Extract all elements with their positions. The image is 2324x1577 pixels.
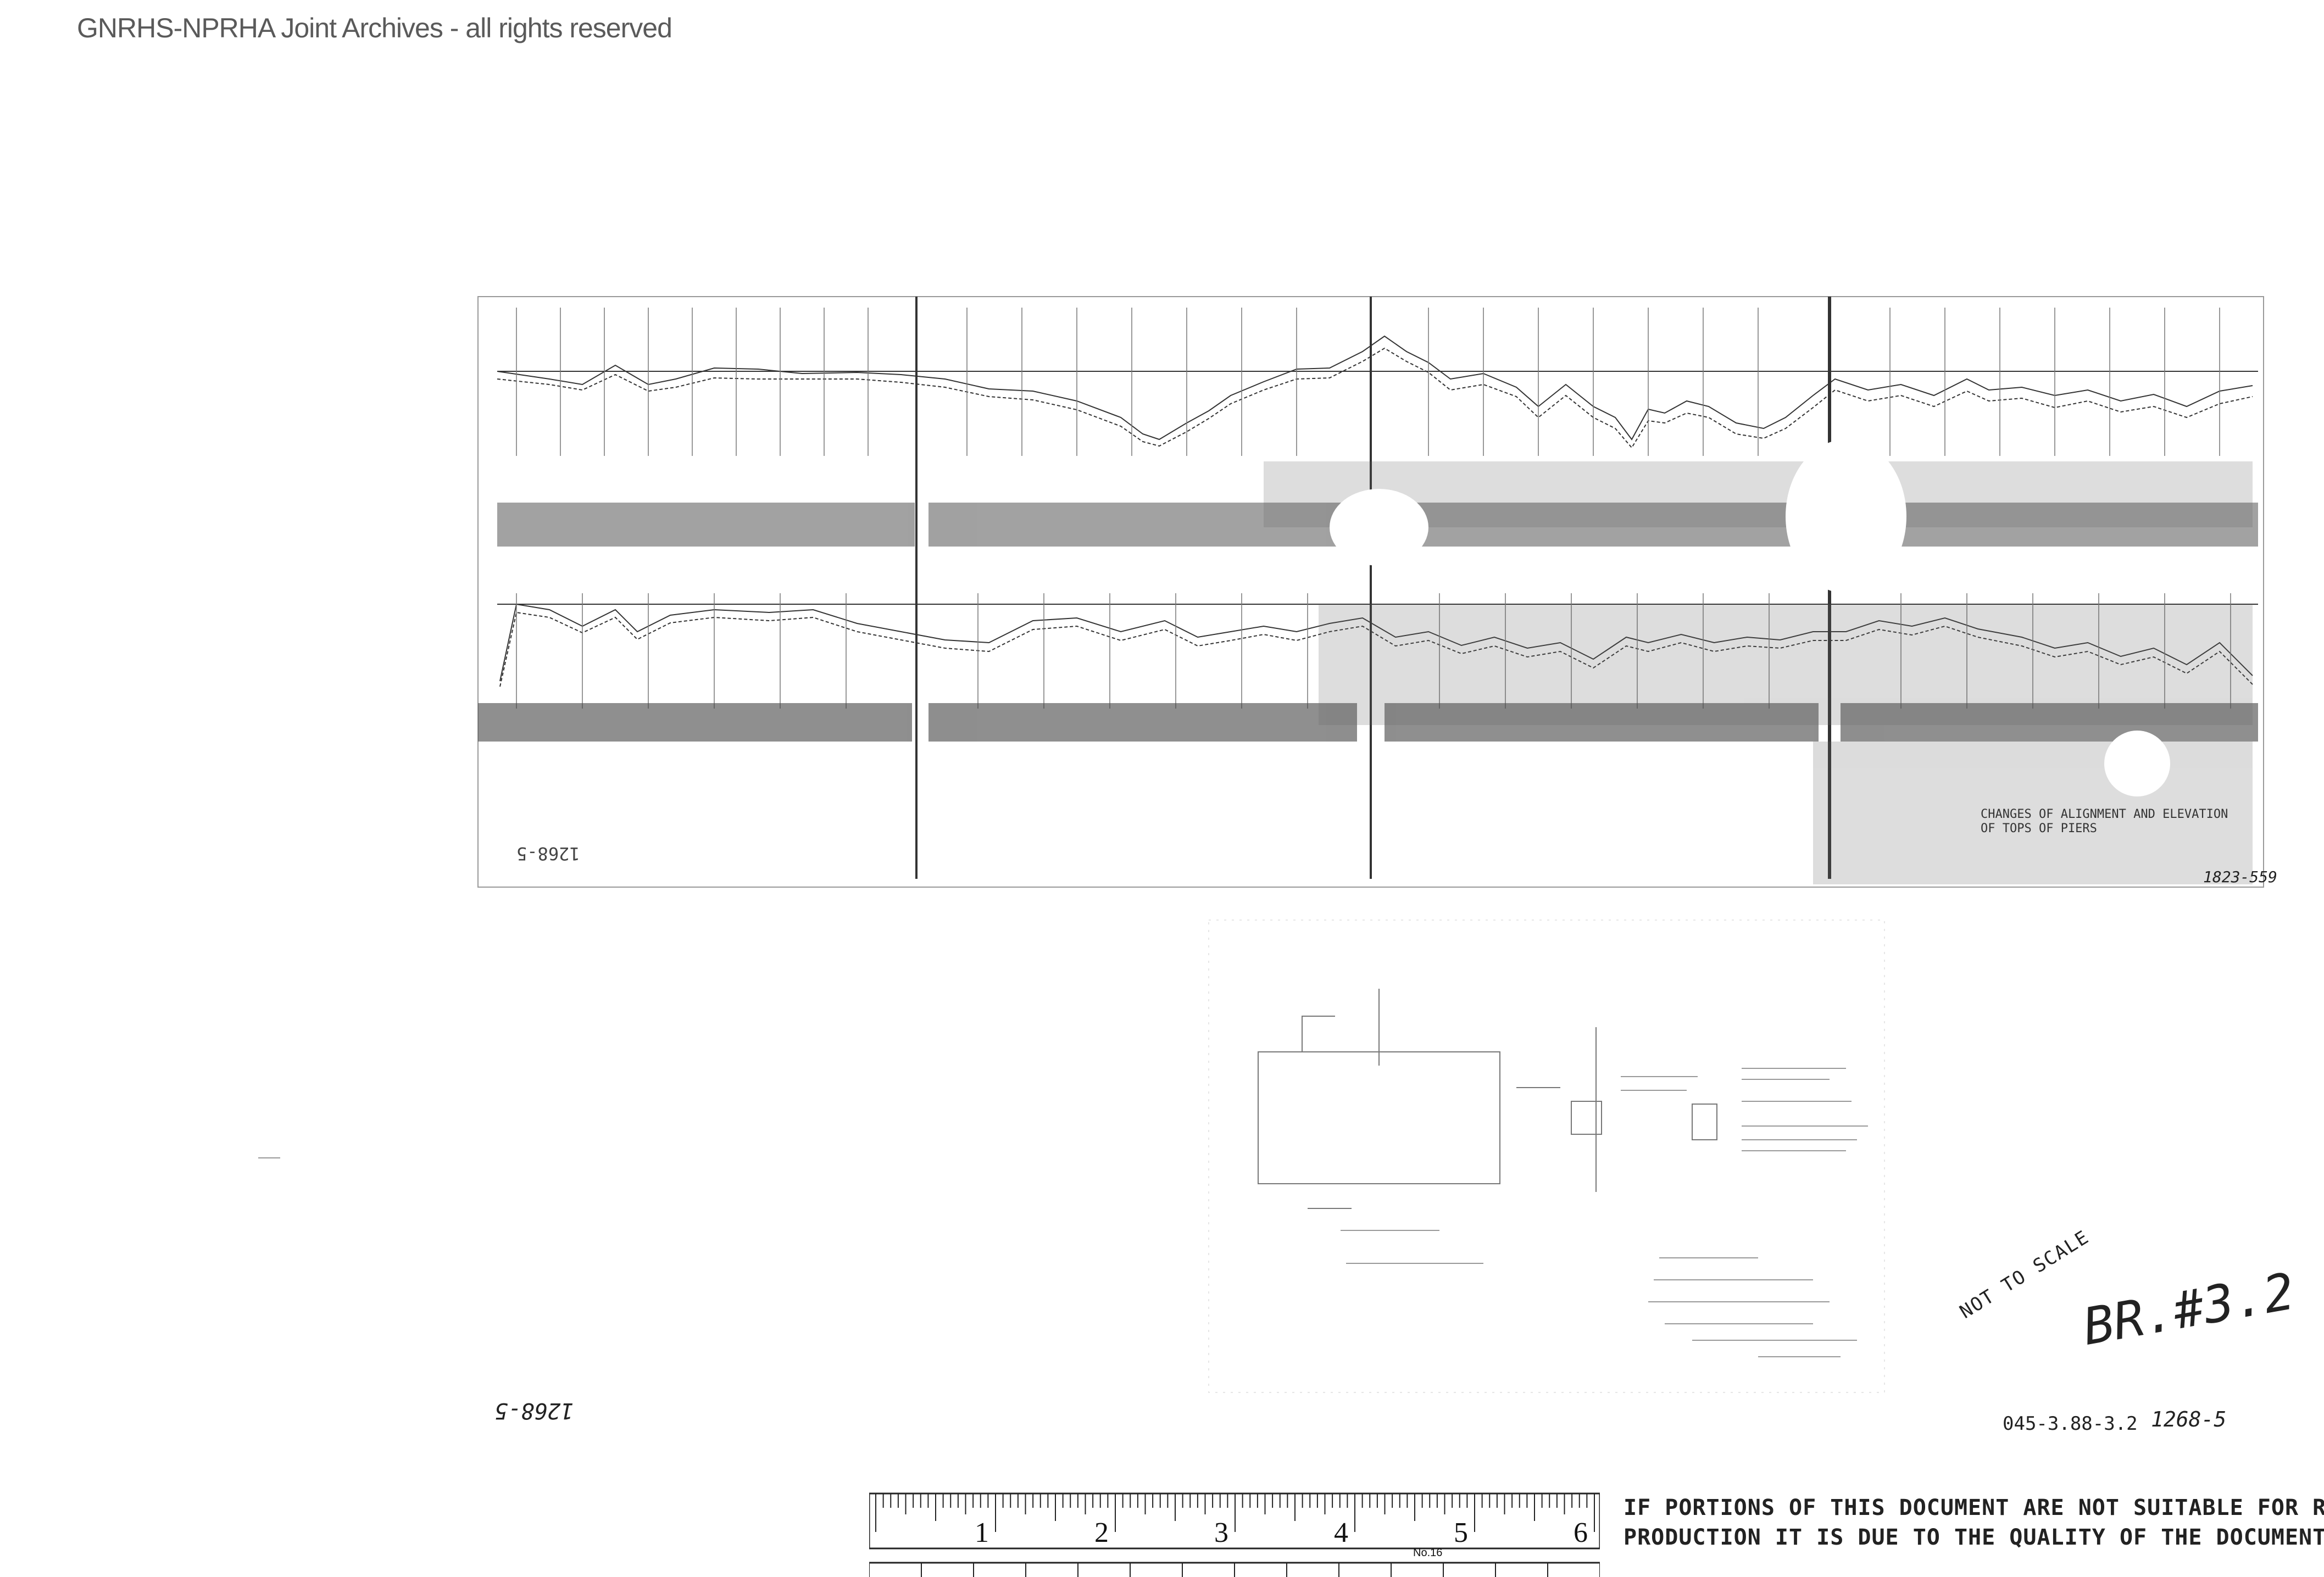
- station-ticks-upper: [516, 308, 2220, 456]
- bleached-spots: [1330, 439, 2170, 796]
- sheet-number: 1268-5: [2151, 1407, 2227, 1431]
- title-block: CHANGES OF ALIGNMENT AND ELEVATION OF TO…: [1981, 807, 2244, 836]
- sketch-sheet-outline: [1208, 920, 1885, 1393]
- sketch-pier-section-1: [1571, 1101, 1602, 1135]
- ruler-model: No.16: [1413, 1547, 1443, 1559]
- disclaimer-line-1: IF PORTIONS OF THIS DOCUMENT ARE NOT SUI…: [1624, 1495, 2324, 1520]
- profile-sheet: [477, 296, 2264, 888]
- title-line-2: OF TOPS OF PIERS: [1981, 822, 2097, 835]
- sketch-pier-section-2: [1692, 1104, 1717, 1140]
- ruler-inch-label: 3: [1214, 1517, 1228, 1548]
- document-number: 045-3.88-3.2: [2003, 1413, 2138, 1435]
- sketch-leader-1: [1302, 1016, 1335, 1052]
- title-line-1: CHANGES OF ALIGNMENT AND ELEVATION: [1981, 807, 2228, 821]
- profile-line-upper-b: [497, 347, 2253, 449]
- ruler-inch-label: 5: [1454, 1517, 1468, 1548]
- ruler-inch-label: 2: [1094, 1517, 1109, 1548]
- ruler-inch-label: 4: [1334, 1517, 1348, 1548]
- ruler-inch-label: 1: [975, 1517, 989, 1548]
- table-band-upper: [497, 503, 2258, 547]
- drawing-id: 1823-559: [2203, 868, 2277, 886]
- margin-note-inverted: 1268-5: [516, 843, 580, 864]
- measurement-ruler: 1 2 3 4 5 6: [869, 1492, 1600, 1577]
- disclaimer-line-2: PRODUCTION IT IS DUE TO THE QUALITY OF T…: [1624, 1525, 2324, 1550]
- degraded-noise: [1264, 461, 2253, 884]
- archive-watermark: GNRHS-NPRHA Joint Archives - all rights …: [77, 13, 672, 43]
- sketch-notes: [258, 1068, 1868, 1357]
- ruler-inch-label: 6: [1574, 1517, 1588, 1548]
- sheet-number-inverted: 1268-5: [494, 1398, 574, 1423]
- table-band-lower: [478, 703, 2258, 742]
- sketch-plan-outline: [1258, 1051, 1500, 1184]
- station-ticks-lower: [516, 593, 2231, 709]
- profile-line-lower-b: [499, 611, 2253, 687]
- profile-line-upper-a: [497, 335, 2253, 441]
- reproduction-disclaimer: IF PORTIONS OF THIS DOCUMENT ARE NOT SUI…: [1624, 1493, 2324, 1552]
- bridge-sketch: [1208, 920, 1885, 1393]
